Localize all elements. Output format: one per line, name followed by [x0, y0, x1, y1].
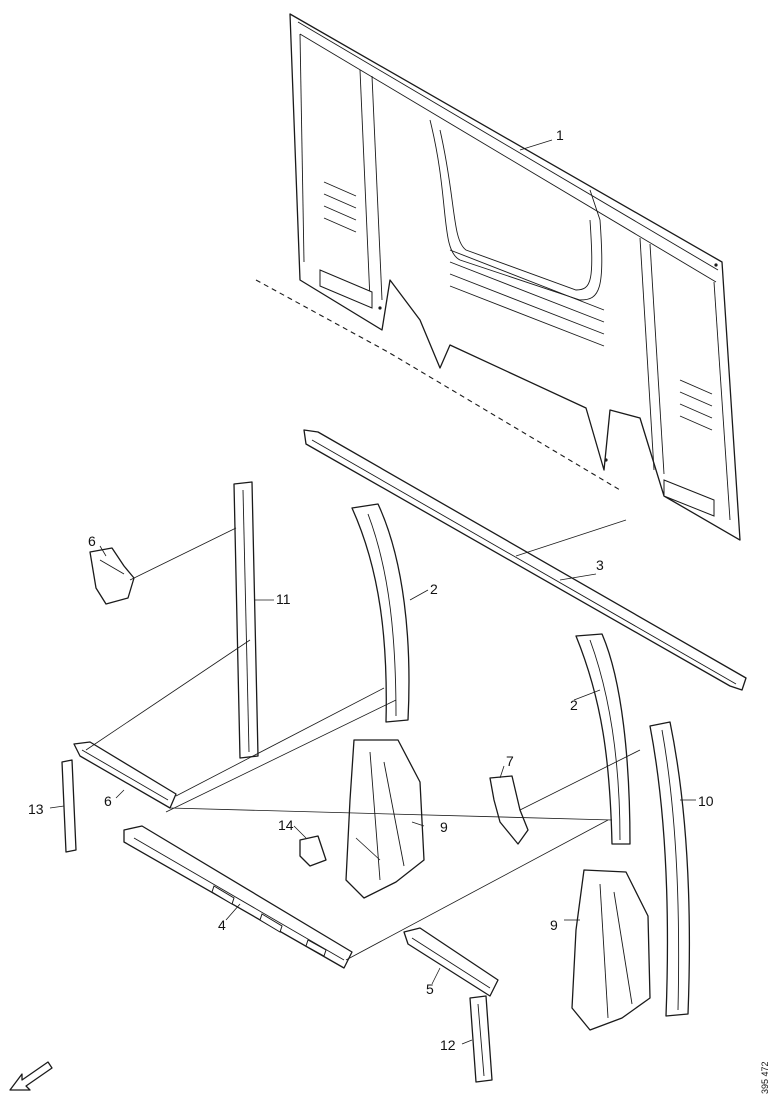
- part-6-upper-bracket: [89, 547, 135, 605]
- callout-2-left: 2: [430, 581, 438, 597]
- part-2-pillar-right: [575, 633, 631, 845]
- callout-5: 5: [426, 981, 434, 997]
- part-14-small-bracket: [299, 835, 327, 867]
- callout-labels: 1 2 2 3 4 5 6 6 7 9 9 10 11 12 13 14: [28, 127, 714, 1053]
- part-9-gusset-right: [571, 869, 651, 1031]
- part-1-bulkhead-panel: [289, 13, 741, 541]
- callout-10: 10: [698, 793, 714, 809]
- callout-3: 3: [596, 557, 604, 573]
- callout-11: 11: [276, 591, 291, 607]
- part-7-bracket: [489, 775, 529, 845]
- part-11-vertical-post: [233, 481, 259, 759]
- reference-code: 395 472: [760, 1061, 770, 1094]
- callout-1: 1: [556, 127, 564, 143]
- callout-13: 13: [28, 801, 44, 817]
- callout-9-left: 9: [440, 819, 448, 835]
- callout-6-upper: 6: [88, 533, 96, 549]
- part-13-vertical-plate: [61, 759, 77, 853]
- part-3-cross-rail: [303, 429, 747, 691]
- callout-6-lower: 6: [104, 793, 112, 809]
- callout-12: 12: [440, 1037, 456, 1053]
- part-10-tall-pillar: [649, 721, 691, 1017]
- part-6-lower-bracket: [73, 741, 177, 809]
- part-12-vertical-plate: [469, 995, 493, 1083]
- part-9-gusset-left: [345, 739, 425, 899]
- arrow-icon: [9, 1061, 53, 1091]
- callout-leaders: [49, 139, 696, 1045]
- callout-4: 4: [218, 917, 226, 933]
- callout-7: 7: [506, 753, 514, 769]
- assembly-lines: [85, 519, 641, 961]
- callout-14: 14: [278, 817, 294, 833]
- part-2-pillar-left: [351, 503, 410, 723]
- part-5-sill-bracket: [403, 927, 499, 997]
- callout-9-right: 9: [550, 917, 558, 933]
- callout-2-right: 2: [570, 697, 578, 713]
- part-4-lower-cross-member: [123, 825, 353, 969]
